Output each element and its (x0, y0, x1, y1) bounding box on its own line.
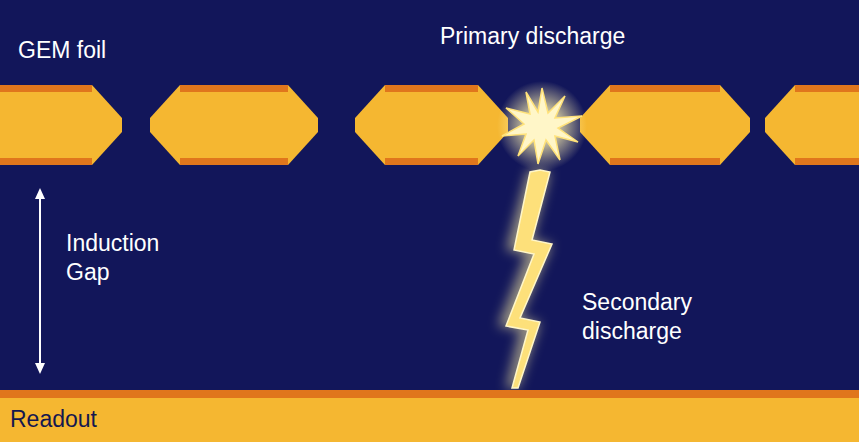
annotation-label: Induction Gap (66, 229, 176, 287)
secondary-spark (498, 170, 552, 388)
annotation-label: Secondary discharge (582, 288, 752, 346)
readout-band: Readout (0, 390, 859, 442)
annotation-label: Primary discharge (440, 22, 625, 51)
gap-arrow (35, 188, 45, 374)
annotation-label: GEM foil (18, 36, 106, 65)
band-label: Readout (10, 406, 849, 433)
primary-spark (497, 81, 587, 171)
gem-foil (0, 85, 859, 165)
